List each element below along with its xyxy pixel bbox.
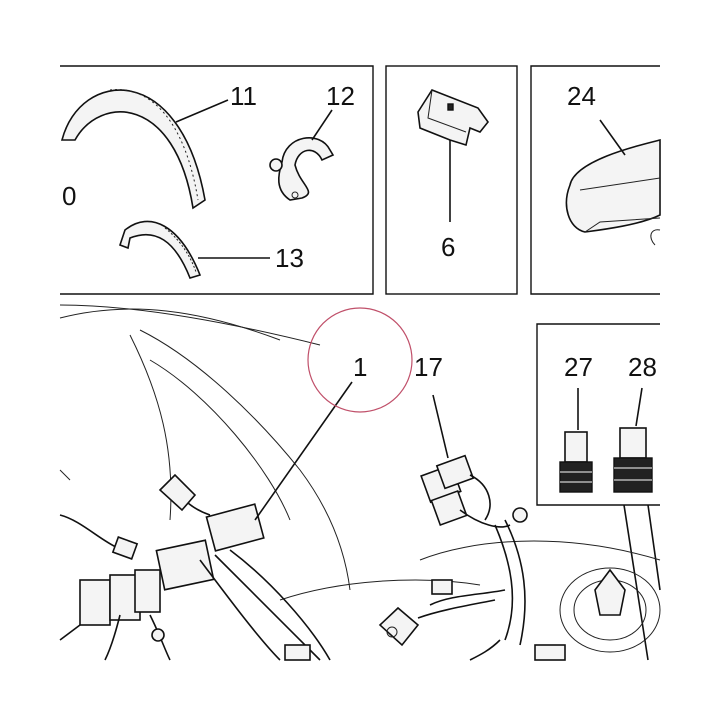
callout-11[interactable]: 11: [230, 81, 257, 111]
callout-17[interactable]: 17: [414, 352, 443, 382]
callout-0[interactable]: 0: [62, 181, 76, 211]
callout-12[interactable]: 12: [326, 81, 355, 111]
callout-6[interactable]: 6: [441, 232, 455, 262]
leader-24: [599, 119, 626, 156]
part-27-connector[interactable]: [559, 431, 593, 493]
part-24-cover[interactable]: [565, 138, 661, 246]
callout-27[interactable]: 27: [564, 352, 593, 382]
leader-11: [175, 99, 229, 123]
leader-1: [254, 381, 353, 521]
callout-13[interactable]: 13: [275, 243, 304, 273]
highlight-circle: [307, 307, 413, 413]
panel-part-24: 24: [530, 65, 661, 295]
panel-clips: 11 12 13 0: [60, 65, 374, 295]
callout-24[interactable]: 24: [567, 81, 596, 111]
callout-28[interactable]: 28: [628, 352, 657, 382]
leader-17: [432, 394, 449, 459]
panel-connectors: 27 28: [536, 323, 661, 661]
left-harness[interactable]: [59, 473, 331, 661]
inset-pointer-left: [623, 504, 649, 661]
part-12-clip[interactable]: [269, 137, 335, 201]
inset-pointer-right: [647, 504, 661, 591]
leader-28: [635, 387, 643, 427]
callout-1[interactable]: 1: [353, 352, 367, 382]
panel-part-6: 6: [385, 65, 518, 295]
part-11-strap[interactable]: [60, 89, 206, 210]
leader-12: [311, 109, 333, 141]
part-13-tie[interactable]: [118, 220, 202, 279]
part-6-connector[interactable]: [417, 89, 490, 147]
part-28-connector[interactable]: [613, 427, 653, 493]
tank-cap: [559, 567, 661, 653]
main-assembly: 1 17: [59, 304, 661, 661]
part-17-harness[interactable]: [378, 454, 566, 661]
